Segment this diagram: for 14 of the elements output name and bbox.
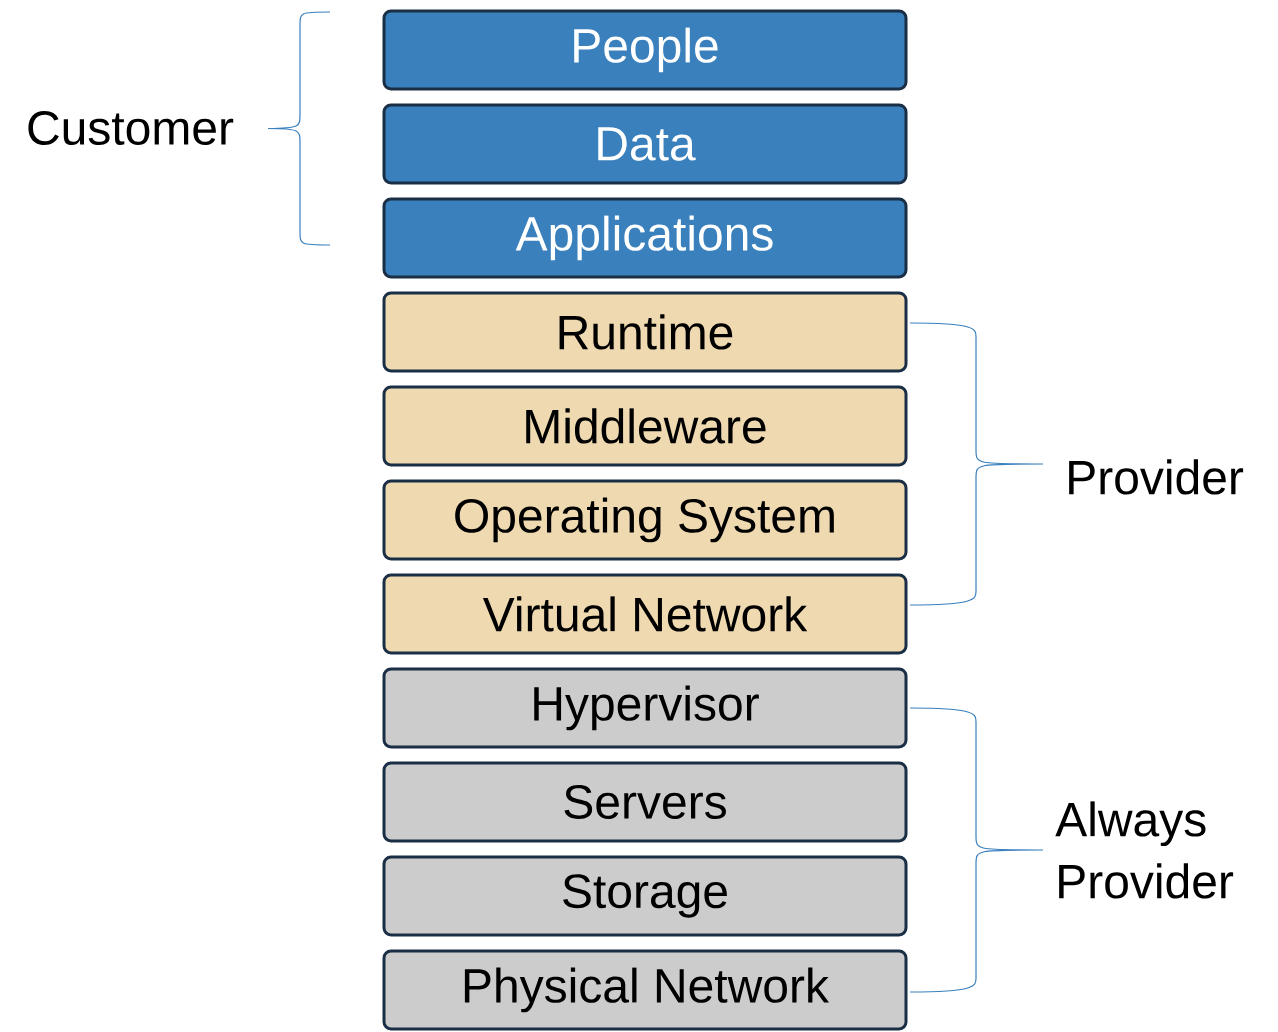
layer-box: Applications — [382, 197, 908, 279]
group-label: Provider — [1069, 459, 1244, 495]
layer-box: Data — [382, 103, 908, 185]
layer-box: Servers — [382, 761, 908, 843]
group-label: Customer — [28, 111, 234, 145]
group-label: Always Provider — [1055, 801, 1234, 899]
layer-box: Operating System — [382, 479, 908, 561]
layer-box: Physical Network — [382, 949, 908, 1031]
layer-box: Storage — [382, 855, 908, 937]
layer-box: People — [382, 9, 908, 91]
layer-box: Runtime — [382, 291, 908, 373]
layer-box: Middleware — [382, 385, 908, 467]
layer-box: Virtual Network — [382, 573, 908, 655]
layer-box: Hypervisor — [382, 667, 908, 749]
